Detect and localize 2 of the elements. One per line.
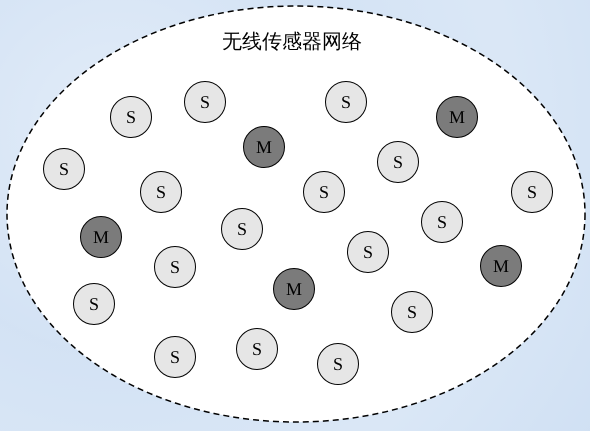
network-boundary-ellipse — [6, 5, 586, 423]
network-title: 无线传感器网络 — [222, 30, 362, 54]
